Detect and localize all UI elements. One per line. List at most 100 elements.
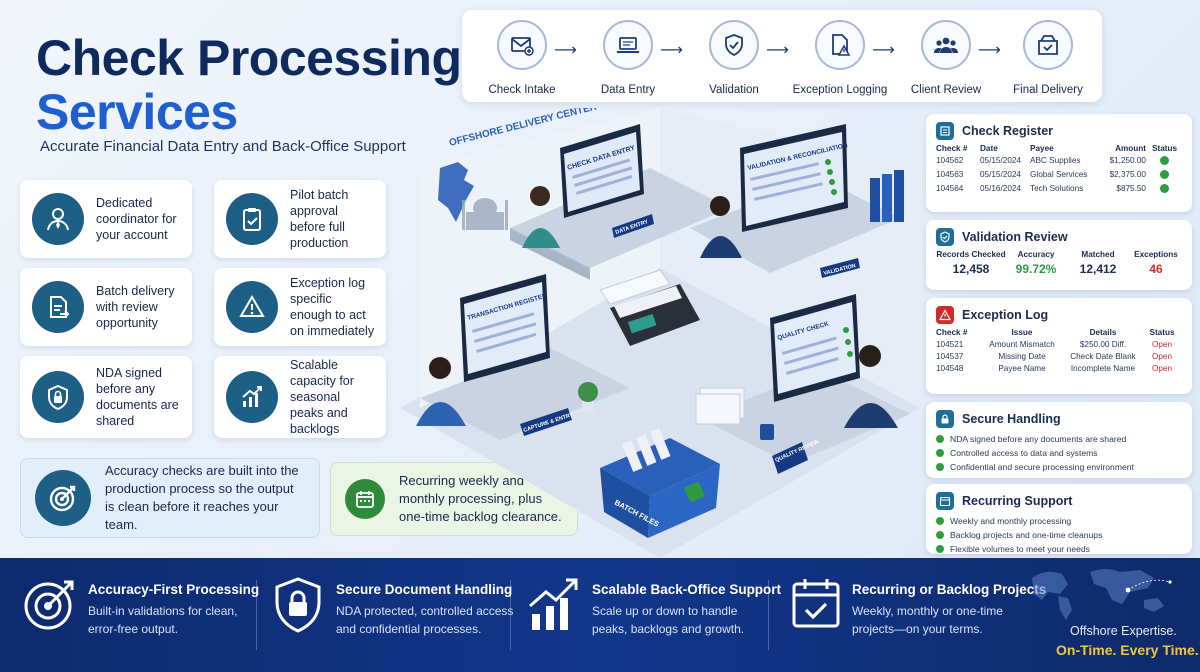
step-label: Data Entry — [600, 84, 656, 96]
tagline-line2: On-Time. Every Time. — [1056, 642, 1199, 658]
benefit-title: Secure Document Handling — [336, 582, 513, 597]
table-cell: 05/15/2024 — [980, 170, 1021, 179]
feature-text: NDA signed before any documents are shar… — [96, 366, 179, 428]
accuracy-note: Accuracy checks are built into the produ… — [20, 458, 320, 538]
warning-triangle-icon — [226, 281, 278, 333]
calendar-check-icon — [790, 576, 842, 635]
users-group-icon — [921, 20, 971, 70]
feature-card-coordinator: Dedicated coordinator for your account — [20, 180, 192, 258]
benefit-description: Built-in validations for clean,error-fre… — [88, 604, 238, 636]
panel-title: Check Register — [962, 124, 1054, 138]
secure-handling-list: NDA signed before any documents are shar… — [936, 432, 1182, 474]
feature-card-pilot: Pilot batch approval before full product… — [214, 180, 386, 258]
page-subtitle: Accurate Financial Data Entry and Back-O… — [40, 138, 406, 155]
target-icon — [35, 470, 91, 526]
column-header: Check # — [936, 328, 968, 337]
table-cell: Incomplete Name — [1070, 364, 1136, 373]
shield-lock-icon — [272, 576, 324, 639]
calendar-icon — [936, 492, 954, 510]
step-label: Client Review — [910, 84, 982, 96]
table-cell: 104537 — [936, 352, 964, 361]
divider — [510, 580, 511, 650]
check-circle-icon — [936, 545, 944, 553]
table-cell: Global Services — [1030, 170, 1088, 179]
status-badge: Open — [1151, 364, 1173, 373]
arrow-right-icon: ⟶ — [872, 42, 895, 59]
panel-title: Recurring Support — [962, 494, 1073, 508]
recurring-note: Recurring weekly and monthly processing,… — [330, 462, 578, 536]
table-cell: Payee Name — [998, 364, 1046, 373]
feature-card-nda: NDA signed before any documents are shar… — [20, 356, 192, 438]
divider — [256, 580, 257, 650]
accuracy-note-text: Accuracy checks are built into the produ… — [105, 463, 299, 532]
person-tie-icon — [32, 193, 84, 245]
column-header: Payee — [1030, 144, 1054, 153]
panel-title: Validation Review — [962, 230, 1068, 244]
stat-header: Records Checked — [936, 250, 1006, 259]
table-cell: 05/16/2024 — [980, 184, 1021, 193]
column-header: Status — [1152, 144, 1178, 153]
validation-review-stats: Records Checked Accuracy Matched Excepti… — [936, 250, 1182, 276]
stat-value: 12,412 — [1079, 262, 1117, 276]
world-map-icon — [1024, 562, 1184, 627]
calendar-icon — [345, 479, 385, 519]
list-item: NDA signed before any documents are shar… — [936, 432, 1182, 446]
step-data-entry: Data Entry — [580, 20, 676, 96]
clipboard-check-icon — [226, 193, 278, 245]
check-register-table: Check # Date Payee Amount Status 104562 … — [936, 144, 1182, 195]
step-validation: Validation — [686, 20, 782, 96]
validation-review-panel: Validation Review Records Checked Accura… — [926, 220, 1192, 290]
status-badge: Open — [1151, 340, 1173, 349]
check-circle-icon — [936, 435, 944, 443]
arrow-right-icon: ⟶ — [978, 42, 1001, 59]
column-header: Status — [1149, 328, 1175, 337]
document-arrow-icon — [32, 281, 84, 333]
benefit-title: Accuracy-First Processing — [88, 582, 260, 597]
table-cell: 05/15/2024 — [980, 156, 1021, 165]
recurring-support-panel: Recurring Support Weekly and monthly pro… — [926, 484, 1192, 554]
step-client-review: Client Review — [898, 20, 994, 96]
step-label: Final Delivery — [1013, 84, 1083, 96]
shield-check-icon — [936, 228, 954, 246]
table-cell: $875.50 — [1116, 184, 1146, 193]
check-circle-icon — [1160, 156, 1169, 165]
list-item: Confidential and secure processing envir… — [936, 460, 1182, 474]
stat-header: Exceptions — [1134, 250, 1178, 259]
table-cell: $1,250.00 — [1109, 156, 1146, 165]
list-item: Weekly and monthly processing — [936, 514, 1182, 528]
arrow-right-icon: ⟶ — [660, 42, 683, 59]
column-header: Date — [980, 144, 998, 153]
feature-card-scalable: Scalable capacity for seasonal peaks and… — [214, 356, 386, 438]
divider — [768, 580, 769, 650]
list-item: Flexible volumes to meet your needs — [936, 542, 1182, 556]
step-final-delivery: Final Delivery — [1000, 20, 1096, 96]
panel-title: Secure Handling — [962, 412, 1061, 426]
shield-lock-icon — [32, 371, 84, 423]
table-cell: Missing Date — [998, 352, 1046, 361]
table-cell: 104564 — [936, 184, 964, 193]
table-cell: Amount Mismatch — [989, 340, 1055, 349]
recurring-support-list: Weekly and monthly processing Backlog pr… — [936, 514, 1182, 556]
arrow-right-icon: ⟶ — [554, 42, 577, 59]
benefit-title: Recurring or Backlog Projects — [852, 582, 1047, 597]
step-label: Validation — [709, 84, 759, 96]
stat-header: Matched — [1081, 250, 1115, 259]
bottom-benefits-bar: Accuracy-First Processing Built-in valid… — [0, 558, 1200, 672]
check-circle-icon — [1160, 184, 1169, 193]
feature-card-exception-log: Exception log specific enough to act on … — [214, 268, 386, 346]
growth-chart-icon — [226, 371, 278, 423]
page-title-line1: Check Processing — [36, 30, 462, 86]
panel-title: Exception Log — [962, 308, 1049, 322]
tagline-line1: Offshore Expertise. — [1070, 624, 1177, 638]
laptop-icon — [603, 20, 653, 70]
check-circle-icon — [936, 531, 944, 539]
column-header: Amount — [1115, 144, 1146, 153]
feature-text: Dedicated coordinator for your account — [96, 196, 177, 242]
table-cell: Tech Solutions — [1030, 184, 1084, 193]
stat-value: 99.72% — [1015, 262, 1057, 276]
check-circle-icon — [936, 517, 944, 525]
table-cell: 104548 — [936, 364, 964, 373]
benefit-title: Scalable Back-Office Support — [592, 582, 782, 597]
table-cell: 104521 — [936, 340, 964, 349]
